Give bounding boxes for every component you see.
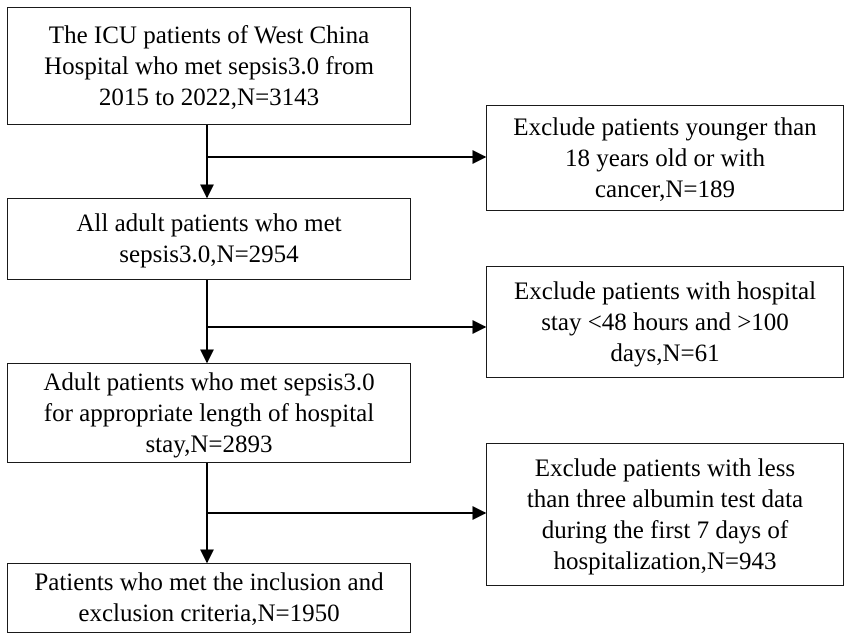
step-box-4: Patients who met the inclusion and exclu… — [7, 563, 411, 633]
step-text-3: Adult patients who met sepsis3.0 for app… — [43, 368, 375, 458]
exclusion-text-3: Exclude patients with less than three al… — [526, 454, 804, 575]
step-text-4: Patients who met the inclusion and exclu… — [34, 569, 384, 627]
step-text-2: All adult patients who met sepsis3.0,N=2… — [76, 210, 342, 268]
exclusion-box-3: Exclude patients with less than three al… — [486, 443, 844, 586]
step-box-2: All adult patients who met sepsis3.0,N=2… — [7, 198, 411, 280]
exclusion-text-2: Exclude patients with hospital stay <48 … — [513, 277, 817, 367]
step-box-3: Adult patients who met sepsis3.0 for app… — [7, 363, 411, 463]
exclusion-text-1: Exclude patients younger than 18 years o… — [513, 113, 817, 203]
exclusion-box-1: Exclude patients younger than 18 years o… — [486, 105, 844, 211]
exclusion-box-2: Exclude patients with hospital stay <48 … — [486, 266, 844, 378]
step-text-1: The ICU patients of West China Hospital … — [44, 21, 374, 111]
step-box-1: The ICU patients of West China Hospital … — [7, 7, 411, 125]
